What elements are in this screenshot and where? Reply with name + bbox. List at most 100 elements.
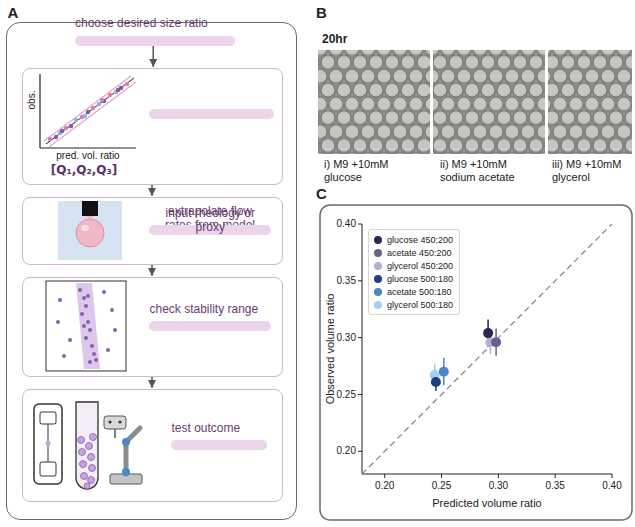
step-pill: extrapolate flow rates from model xyxy=(149,109,274,119)
mini-chart xyxy=(40,147,136,148)
image-caption: ii) M9 +10mM sodium acetate xyxy=(440,158,525,183)
flow-arrow xyxy=(151,185,153,197)
tick-label: 0.40 xyxy=(337,218,356,230)
scatter-dot xyxy=(92,352,96,356)
legend-swatch xyxy=(374,262,382,270)
scatter-dot xyxy=(84,336,88,340)
image-caption: iii) M9 +10mM glycerol xyxy=(552,158,632,183)
legend-text: glucose 500:180 xyxy=(387,274,453,284)
legend-text: acetate 450:200 xyxy=(387,248,452,258)
step-text: check stability range xyxy=(150,302,259,316)
data-point xyxy=(431,377,441,387)
test-tube xyxy=(76,402,98,489)
scatter-dot xyxy=(82,296,86,300)
time-label: 20hr xyxy=(322,33,347,47)
scatter-dot xyxy=(110,308,114,312)
legend-entry: glycerol 450:200 xyxy=(374,259,453,272)
microscope-image xyxy=(433,50,545,154)
step-text: choose desired size ratio xyxy=(75,16,208,30)
axis-title: Observed volume ratio xyxy=(324,294,337,405)
legend-text: acetate 500:180 xyxy=(387,287,452,297)
scatter-dot xyxy=(56,288,117,364)
chart-legend: glucose 450:200 acetate 450:200 glycerol 4… xyxy=(368,229,460,315)
step-box: check stability range xyxy=(22,277,283,377)
legend-text: glycerol 450:200 xyxy=(387,261,453,271)
mini-chart xyxy=(44,76,131,141)
scatter-dot xyxy=(86,320,90,324)
legend-swatch xyxy=(374,249,382,257)
mini-chart xyxy=(49,82,136,147)
scatter-dot xyxy=(64,126,68,130)
scatter-dot xyxy=(100,98,104,102)
image-caption: i) M9 +10mM glucose xyxy=(324,158,409,183)
microscope-image xyxy=(318,50,430,154)
flow-rate-list: [Q₁,Q₂,Q₃] xyxy=(29,163,139,177)
axis-label: pred. vol. ratio xyxy=(56,150,119,162)
error-bar xyxy=(432,320,499,392)
microfluidic-chip xyxy=(40,462,56,476)
lab-robot xyxy=(122,468,130,476)
droplet-illustration xyxy=(82,201,98,216)
scatter-dot xyxy=(113,328,117,332)
scatter-dot xyxy=(58,298,62,302)
identity-line xyxy=(362,224,612,474)
microscope-image xyxy=(548,50,632,154)
tick-label: 0.40 xyxy=(602,480,621,492)
legend-text: glucose 450:200 xyxy=(387,235,453,245)
panel-letter: A xyxy=(8,4,19,21)
microfluidic-chip xyxy=(40,412,56,424)
flow-arrow xyxy=(151,377,153,389)
step-text: input rheology or proxy xyxy=(150,206,272,234)
stability-plot xyxy=(46,281,126,371)
stability-plot xyxy=(46,281,126,371)
data-point xyxy=(483,328,493,338)
scatter-dot xyxy=(74,118,78,122)
step-pill: check stability range xyxy=(149,321,271,331)
scatter-dot xyxy=(84,304,88,308)
lab-robot xyxy=(118,420,121,423)
chart-axis xyxy=(358,224,612,478)
scatter-dot xyxy=(48,137,52,141)
test-tube xyxy=(78,437,85,444)
legend-swatch xyxy=(374,275,382,283)
step-pill: input rheology or proxy xyxy=(149,225,271,235)
step-pill: test outcome xyxy=(171,440,267,450)
test-tube xyxy=(84,483,90,489)
microfluidic-chip xyxy=(34,404,62,484)
test-tube xyxy=(88,454,95,461)
scatter-dot xyxy=(68,338,72,342)
test-tube xyxy=(90,434,97,441)
scatter-dot xyxy=(88,328,92,332)
scatter-dot xyxy=(90,344,94,348)
test-tube xyxy=(81,473,88,480)
step-box: test outcome xyxy=(22,389,283,502)
test-tube xyxy=(89,465,96,472)
mini-chart xyxy=(39,74,40,148)
microscope-image xyxy=(318,50,632,154)
scatter-dot xyxy=(102,290,106,294)
test-tube xyxy=(86,443,93,450)
scatter-dot xyxy=(91,106,95,110)
microfluidic-chip xyxy=(34,404,62,484)
legend-entry: glycerol 500:180 xyxy=(374,298,453,311)
tick-label: 0.30 xyxy=(489,480,508,492)
legend-entry: acetate 450:200 xyxy=(374,246,453,259)
scatter-dot xyxy=(78,288,82,292)
legend-text: glycerol 500:180 xyxy=(387,300,453,310)
tick-label: 0.20 xyxy=(337,446,356,458)
scatter-dot xyxy=(83,114,87,118)
legend-entry: glucose 500:180 xyxy=(374,272,453,285)
lab-robot xyxy=(108,420,111,423)
tick-label: 0.35 xyxy=(545,480,564,492)
scatter-dot xyxy=(48,82,129,141)
legend-swatch xyxy=(374,236,382,244)
flow-arrow xyxy=(153,46,155,68)
scatter-dot xyxy=(54,135,58,139)
data-point xyxy=(439,367,449,377)
panel-letter: C xyxy=(316,185,327,202)
axis-label: obs. xyxy=(26,91,38,110)
scatter-dot xyxy=(69,124,73,128)
